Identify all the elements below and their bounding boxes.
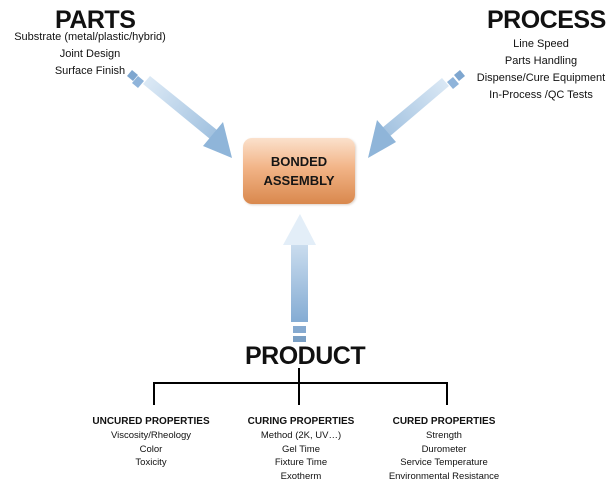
cured-properties-title: CURED PROPERTIES [392, 416, 496, 427]
parts-list: Substrate (metal/plastic/hybrid) Joint D… [4, 29, 176, 80]
uncured-properties-title: UNCURED PROPERTIES [92, 416, 210, 427]
cured-item-durometer: Durometer [421, 443, 467, 455]
process-item-line-speed: Line Speed [513, 38, 569, 50]
curing-item-exotherm: Exotherm [280, 470, 322, 482]
curing-item-method: Method (2K, UV…) [260, 430, 342, 441]
uncured-properties-column: UNCURED PROPERTIES Viscosity/Rheology Co… [81, 415, 221, 470]
parts-item-substrate: Substrate (metal/plastic/hybrid) [14, 31, 166, 43]
bonded-assembly-line1: BONDED [270, 154, 328, 169]
curing-properties-column: CURING PROPERTIES Method (2K, UV…) Gel T… [231, 415, 371, 483]
bonded-assembly-line2: ASSEMBLY [263, 173, 335, 188]
product-title: PRODUCT [245, 342, 366, 370]
cured-properties-column: CURED PROPERTIES Strength Durometer Serv… [374, 415, 514, 483]
process-item-qc-tests: In-Process /QC Tests [489, 89, 593, 101]
process-list: Line Speed Parts Handling Dispense/Cure … [472, 36, 610, 104]
cured-item-strength: Strength [426, 430, 462, 441]
parts-arrow [127, 70, 232, 158]
curing-item-gel-time: Gel Time [281, 443, 320, 455]
bonded-assembly-box: BONDED ASSEMBLY [243, 138, 355, 204]
process-title: PROCESS [487, 6, 606, 34]
parts-title: PARTS [55, 6, 136, 34]
uncured-item-toxicity: Toxicity [135, 457, 167, 468]
process-item-dispense-cure: Dispense/Cure Equipment [476, 72, 606, 84]
parts-item-joint-design: Joint Design [59, 48, 121, 60]
process-item-parts-handling: Parts Handling [504, 55, 578, 67]
product-tree-lines [153, 368, 448, 405]
product-arrow [283, 214, 316, 342]
process-arrow [368, 70, 465, 158]
curing-properties-title: CURING PROPERTIES [247, 416, 355, 427]
cured-item-env-resistance: Environmental Resistance [388, 470, 500, 482]
cured-item-service-temp: Service Temperature [400, 457, 488, 468]
curing-item-fixture-time: Fixture Time [274, 457, 328, 468]
uncured-item-viscosity: Viscosity/Rheology [110, 430, 192, 441]
uncured-item-color: Color [139, 443, 163, 455]
parts-item-surface-finish: Surface Finish [54, 65, 126, 77]
